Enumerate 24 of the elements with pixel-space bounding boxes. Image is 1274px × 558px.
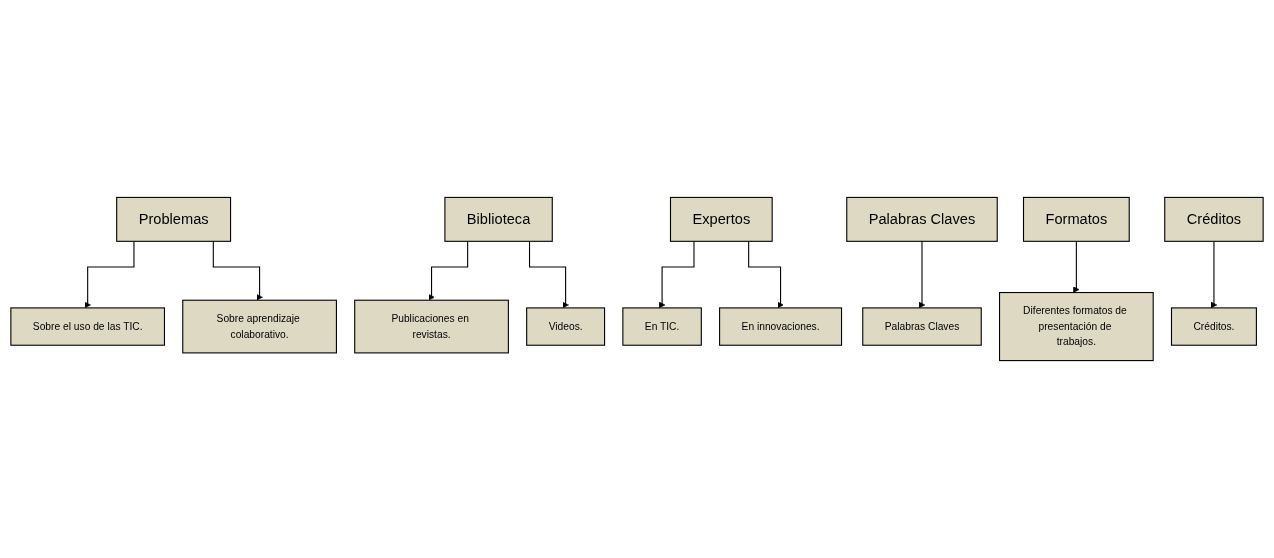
node-box: Videos. [526,307,606,346]
node-box: Palabras Claves [862,307,982,346]
node-box: Publicaciones en revistas. [354,299,509,354]
node-box: Problemas [116,196,232,242]
node-box: Biblioteca [444,196,553,242]
node-box: Palabras Claves [846,196,998,242]
arrow [918,240,926,309]
arrow [84,240,135,309]
arrow [529,240,569,309]
node-box: Sobre aprendizaje colaborativo. [182,299,337,354]
node-box: Expertos [669,196,773,242]
node-box: Créditos [1164,196,1264,242]
node-box: En innovaciones. [719,307,843,346]
arrow [212,240,263,301]
arrow [748,240,784,309]
arrow [428,240,469,301]
node-box: En TIC. [622,307,702,346]
node-box: Créditos. [1170,307,1257,346]
arrow [1073,240,1080,293]
arrow [658,240,695,309]
node-box: Sobre el uso de las TIC. [10,307,165,346]
node-box: Diferentes formatos de presentación de trabajos. [999,292,1154,362]
node-box: Formatos [1022,196,1130,242]
arrow [1210,240,1218,309]
